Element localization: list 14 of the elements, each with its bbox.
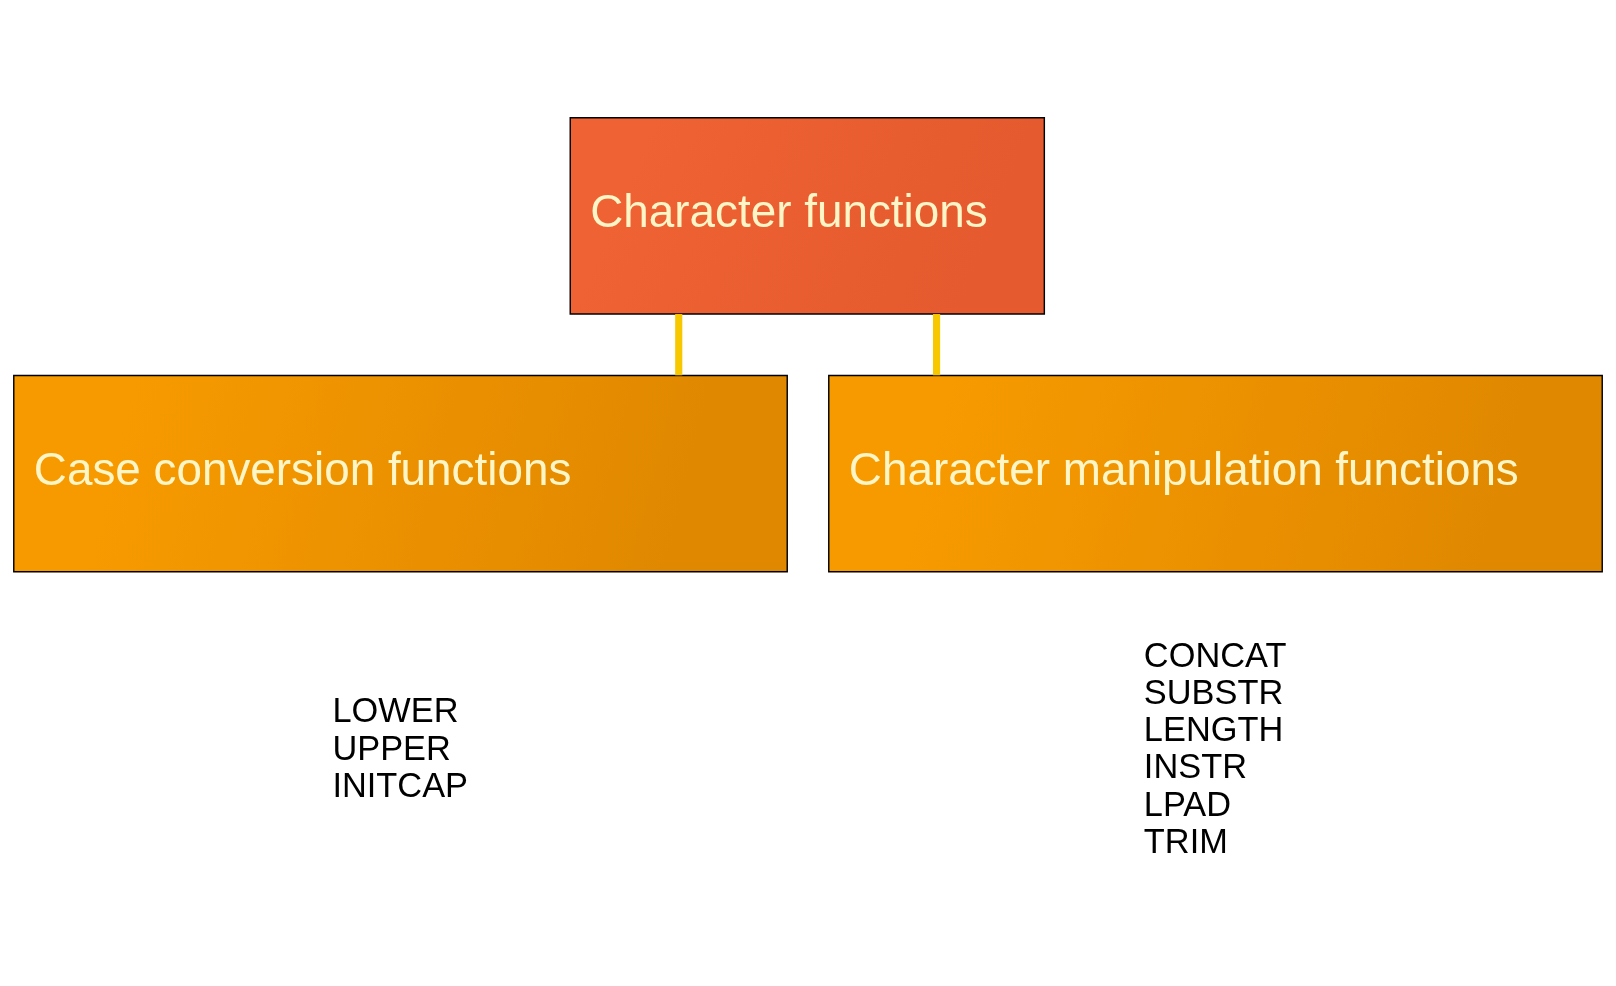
connector [675, 314, 683, 376]
node-box: Character functions [569, 117, 1046, 315]
node-label: LENGTH [1143, 710, 1284, 749]
node-label: INITCAP [332, 765, 469, 804]
node-label: CONCAT [1143, 635, 1287, 674]
node-label: LPAD [1143, 784, 1232, 823]
node-box: Case conversion functions [13, 374, 788, 573]
node-label: SUBSTR [1143, 672, 1284, 711]
connector [932, 314, 941, 376]
node-label: UPPER [332, 728, 451, 767]
node-box: Character manipulation functions [828, 374, 1603, 573]
node-label: INSTR [1143, 747, 1247, 786]
node-label: LOWER [332, 691, 459, 730]
node-label: TRIM [1143, 821, 1228, 860]
